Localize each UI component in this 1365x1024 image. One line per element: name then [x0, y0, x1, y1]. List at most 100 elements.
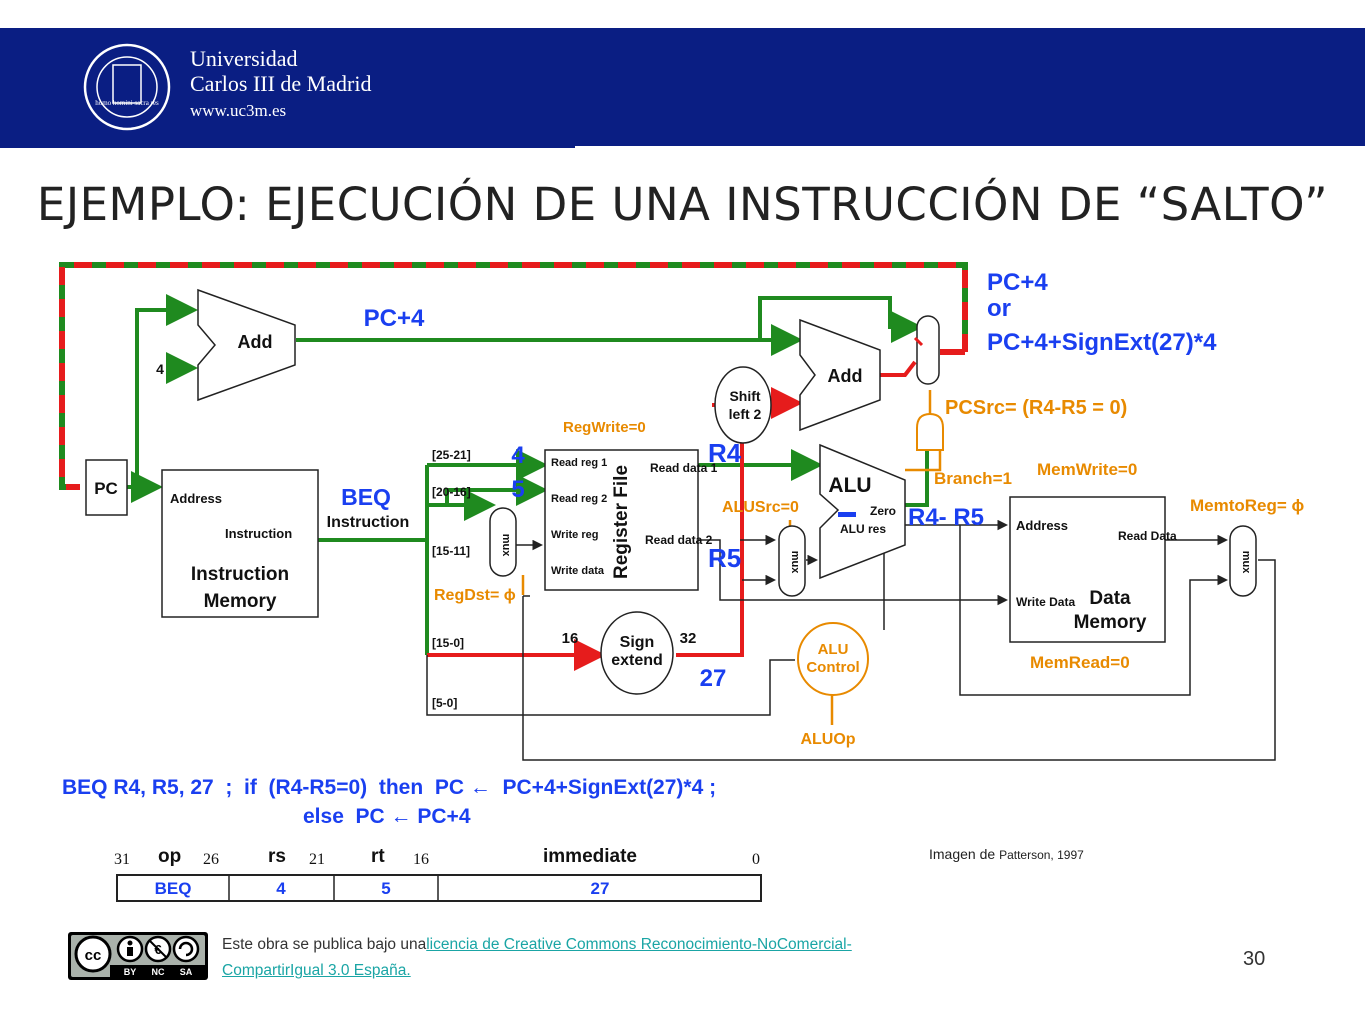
dm-address-label: Address: [1016, 518, 1068, 533]
r4-r5-label: R4- R5: [908, 504, 984, 531]
im-address-label: Address: [170, 491, 222, 506]
read-reg-1: Read reg 1: [551, 457, 607, 469]
width-32: 32: [680, 630, 697, 647]
aluop-label: ALUOp: [800, 731, 855, 748]
branch-adder: [799, 318, 881, 432]
badge-nc: NC: [152, 967, 165, 977]
license-link[interactable]: licencia de Creative Commons Reconocimie…: [222, 936, 852, 979]
data-memory: [1009, 496, 1166, 643]
alu-control-1: ALU: [818, 641, 849, 658]
license-prefix: Este obra se publica bajo una: [222, 936, 427, 953]
field-rs: rs: [268, 846, 286, 867]
sa-icon: [172, 935, 200, 963]
dm-write-data-label: Write Data: [1016, 595, 1075, 609]
width-16: 16: [562, 630, 579, 647]
branch-adder-label: Add: [828, 366, 863, 386]
dm-read-data-label: Read Data: [1118, 529, 1177, 543]
header-divider: [0, 146, 575, 148]
pc-adder: [197, 288, 296, 402]
field-immediate: immediate: [543, 846, 637, 867]
shift-label-2: left 2: [729, 406, 762, 422]
alusrc-mux-label: mux: [789, 551, 801, 575]
credit-prefix: Imagen de: [929, 846, 996, 862]
formula-line-2: else PC ← PC+4: [303, 805, 471, 828]
result-line-1: PC+4: [987, 269, 1048, 296]
formula-line-1: BEQ R4, R5, 27 ; if (R4-R5=0) then PC ← …: [62, 776, 716, 799]
constant-four: 4: [156, 361, 164, 377]
im-title-1: Instruction: [191, 564, 289, 585]
university-website[interactable]: www.uc3m.es: [190, 101, 287, 120]
regdst-mux-label: mux: [500, 534, 512, 558]
alu-res-label: ALU res: [840, 522, 886, 536]
credit-source: Patterson, 1997: [999, 848, 1084, 862]
write-reg: Write reg: [551, 529, 598, 541]
branch-label: Branch=1: [934, 469, 1012, 488]
and-gate: [916, 412, 944, 451]
seal-motto: homo homini sacra res: [95, 99, 159, 107]
field-15-11: [15-11]: [432, 544, 470, 558]
value-rs: 4: [276, 879, 286, 898]
zero-flag-mark: [838, 512, 856, 517]
format-row: [116, 874, 762, 902]
svg-text:cc: cc: [85, 947, 102, 964]
field-20-16: [20-16]: [432, 485, 471, 499]
extend-label: extend: [611, 652, 663, 669]
instruction-bus-label: Instruction: [327, 514, 410, 531]
slide-title: EJEMPLO: EJECUCIÓN DE UNA INSTRUCCIÓN DE…: [36, 178, 1329, 231]
read-data-2: Read data 2: [645, 533, 713, 547]
bit-26: 26: [203, 851, 219, 868]
r5-label: R5: [708, 543, 741, 573]
field-25-21: [25-21]: [432, 448, 471, 462]
dm-title-2: Memory: [1074, 612, 1147, 633]
value-immediate: 27: [591, 879, 610, 898]
pc-source-mux: [916, 315, 940, 385]
im-title-2: Memory: [204, 591, 277, 612]
r4-label: R4: [708, 438, 742, 468]
field-15-0: [15-0]: [432, 636, 464, 650]
bit-16: 16: [413, 851, 429, 868]
memtoreg-label: MemtoReg= ϕ: [1190, 496, 1305, 515]
rs-value: 4: [511, 442, 525, 469]
university-line2: Carlos III de Madrid: [190, 71, 372, 96]
bit-31: 31: [114, 851, 130, 868]
instruction-memory: [161, 469, 319, 618]
sign-extend-unit: [600, 611, 674, 695]
memwrite-label: MemWrite=0: [1037, 460, 1137, 479]
dm-title-1: Data: [1089, 588, 1131, 609]
shift-label-1: Shift: [729, 388, 760, 404]
result-line-3: PC+4+SignExt(27)*4: [987, 329, 1217, 356]
header-band: [0, 28, 1365, 146]
value-op: BEQ: [155, 879, 192, 898]
university-name: Universidad Carlos III de Madrid www.uc3…: [190, 46, 371, 123]
alusrc-mux: [778, 525, 806, 597]
pcsrc-label: PCSrc= (R4-R5 = 0): [945, 397, 1127, 419]
memtoreg-mux: [1229, 525, 1257, 597]
bit-21: 21: [309, 851, 325, 868]
field-op: op: [158, 846, 181, 867]
beq-label: BEQ: [341, 484, 391, 510]
alu-label: ALU: [828, 474, 871, 497]
read-reg-2: Read reg 2: [551, 493, 607, 505]
image-credit: Imagen de Patterson, 1997: [929, 846, 1084, 862]
regdst-mux: [489, 507, 517, 577]
page-number: 30: [1243, 948, 1266, 970]
regwrite-label: RegWrite=0: [563, 419, 646, 436]
pc4-label: PC+4: [364, 305, 425, 332]
pc-label: PC: [94, 479, 118, 498]
field-rt: rt: [371, 846, 385, 867]
alusrc-label: ALUSrc=0: [722, 499, 799, 516]
black-wires: [426, 519, 1276, 761]
badge-sa: SA: [180, 967, 193, 977]
alu-zero-label: Zero: [870, 504, 896, 518]
register-file-title: Register File: [611, 465, 632, 579]
regdst-label: RegDst= ϕ: [434, 587, 516, 604]
cc-license-badge[interactable]: cc € BY NC SA: [68, 932, 208, 980]
immediate-27: 27: [700, 665, 727, 692]
alu: [819, 443, 906, 580]
register-file: [544, 449, 699, 591]
alu-control-2: Control: [806, 659, 859, 676]
badge-by: BY: [124, 967, 137, 977]
license-text: Este obra se publica bajo unalicencia de…: [222, 932, 922, 984]
